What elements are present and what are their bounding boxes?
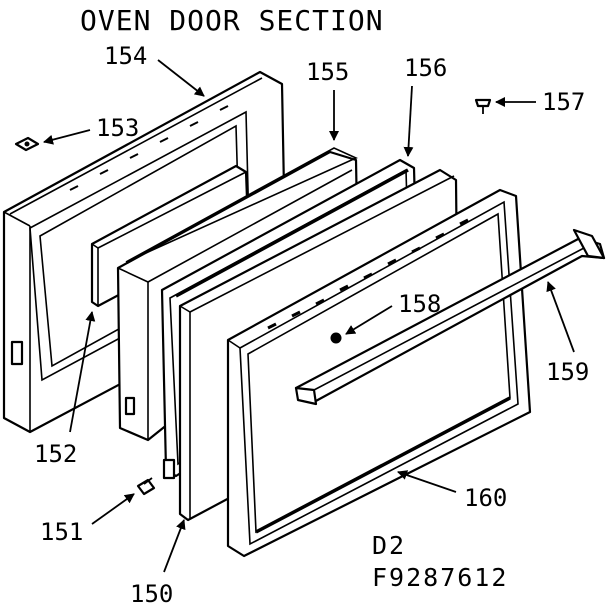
label-158: 158: [398, 290, 441, 318]
label-151: 151: [40, 518, 83, 546]
part-160-outer-door-panel: [226, 188, 532, 558]
part-153-clip: [14, 136, 40, 152]
label-155: 155: [306, 58, 349, 86]
part-158-screw: [330, 332, 342, 344]
part-157-screw: [474, 98, 492, 114]
label-159: 159: [546, 358, 589, 386]
diagram-code-line1: D2: [372, 531, 406, 560]
label-150: 150: [130, 580, 173, 608]
label-154: 154: [104, 42, 147, 70]
label-156: 156: [404, 54, 447, 82]
part-159-handle: [294, 228, 606, 406]
label-153: 153: [96, 114, 139, 142]
leader-lines: [43, 59, 575, 573]
label-157: 157: [542, 88, 585, 116]
label-152: 152: [34, 440, 77, 468]
label-160: 160: [464, 484, 507, 512]
diagram-code-line2: F9287612: [372, 563, 508, 592]
diagram-title: OVEN DOOR SECTION: [80, 4, 384, 37]
part-151-screw: [136, 477, 156, 496]
